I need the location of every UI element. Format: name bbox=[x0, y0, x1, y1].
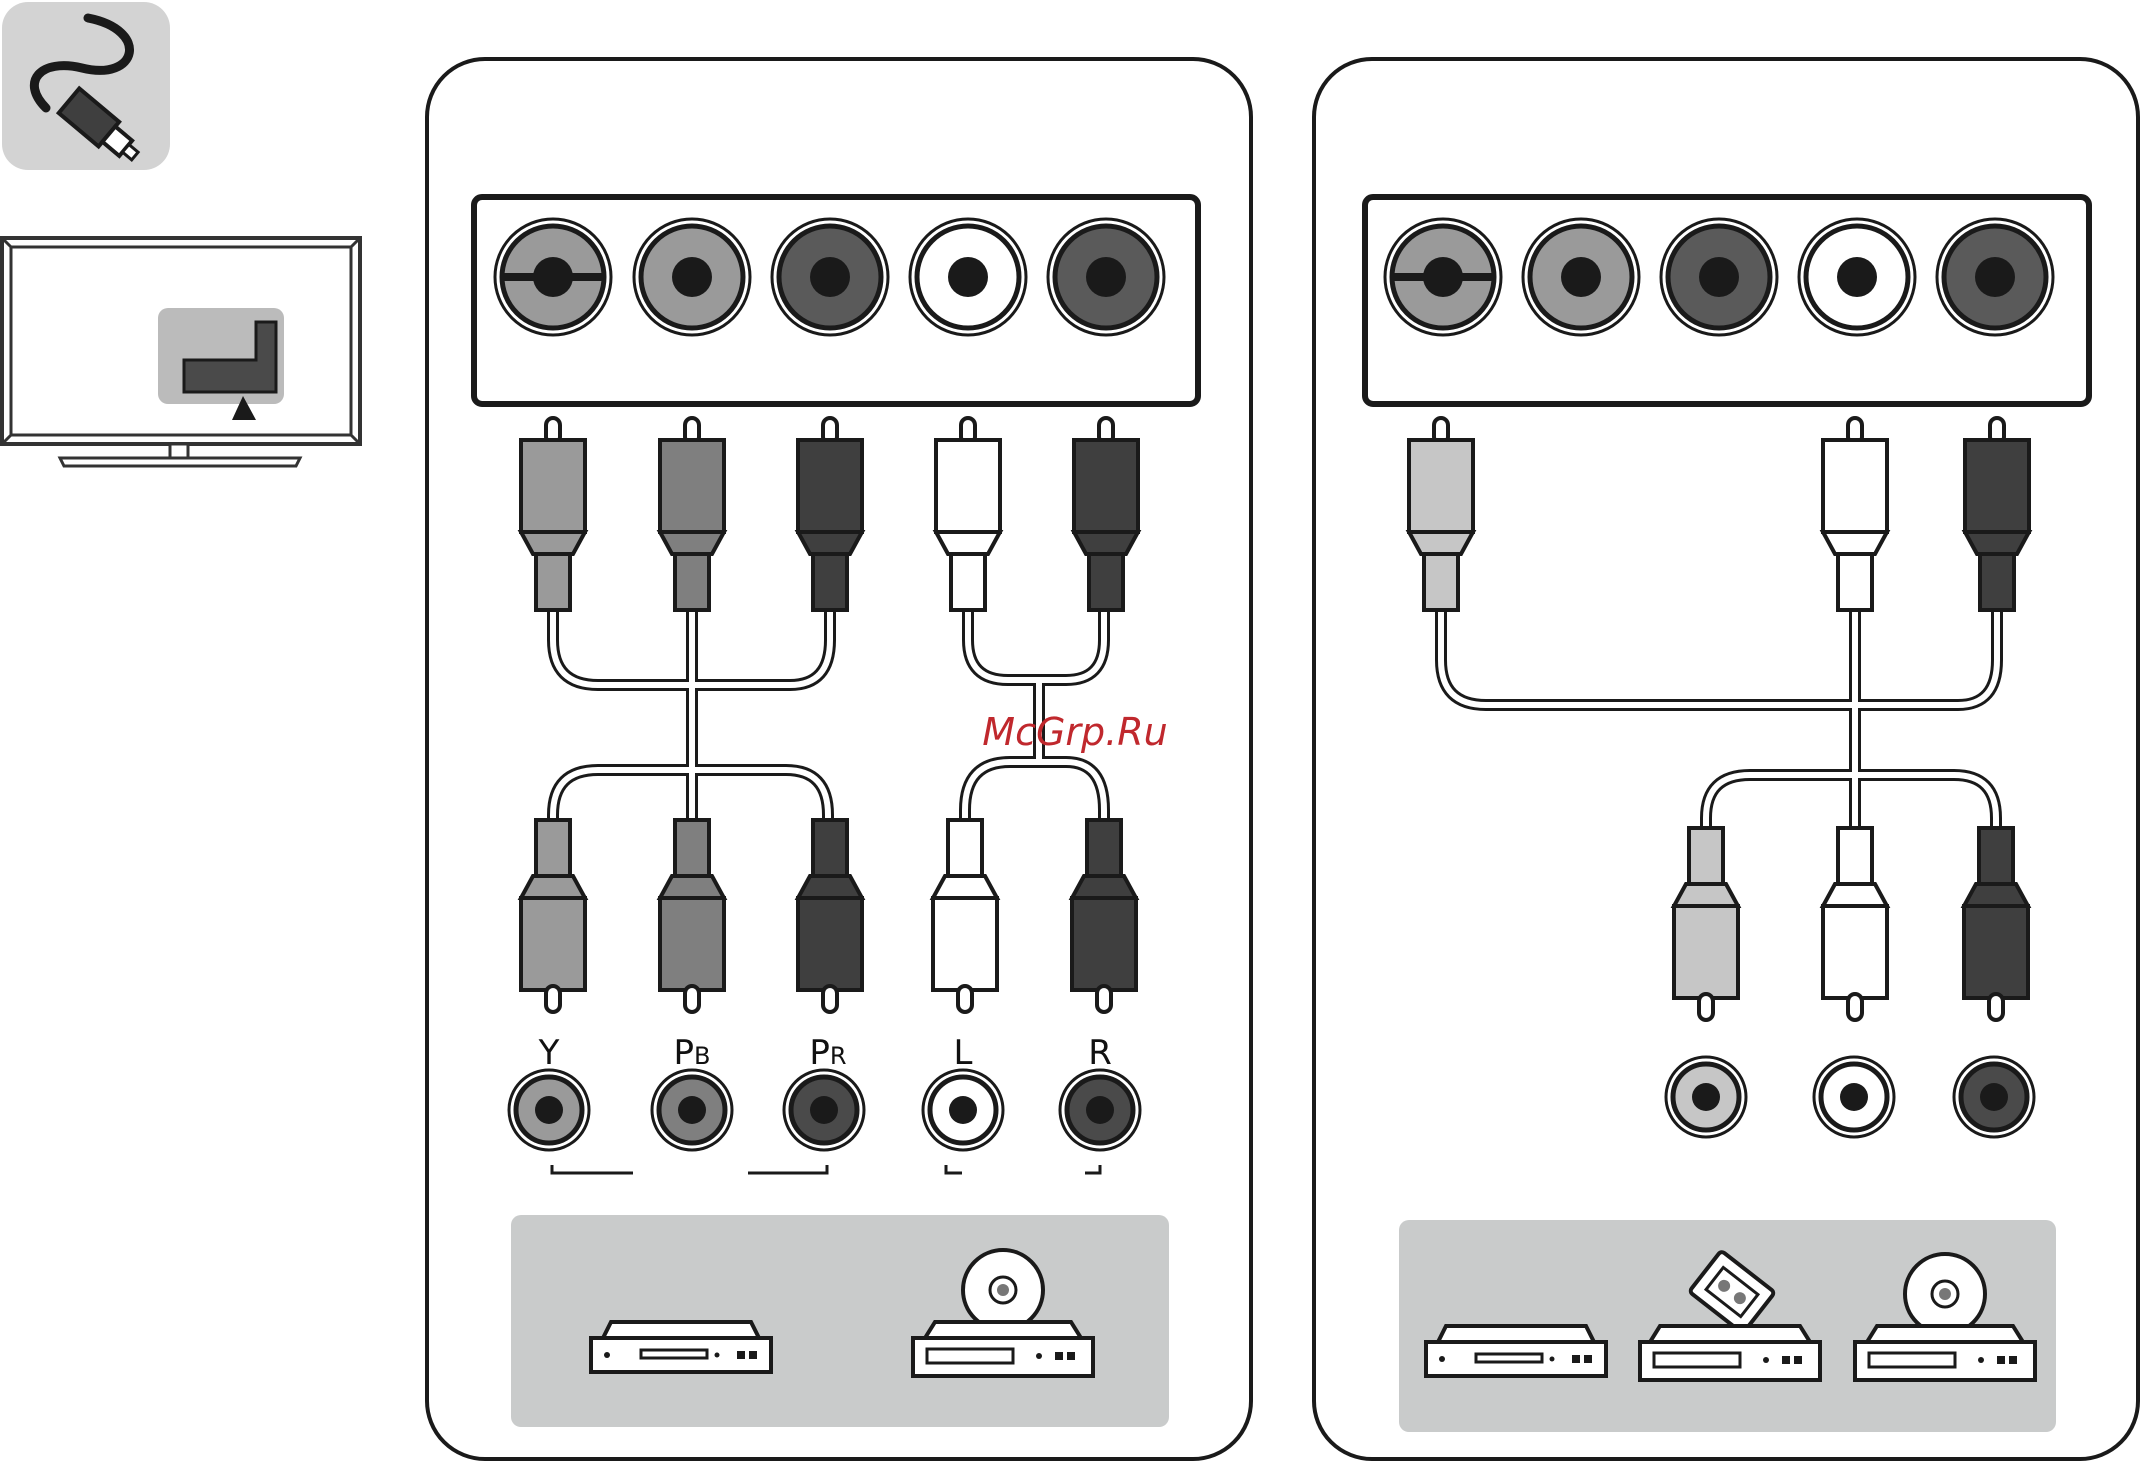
jack-white-audio bbox=[910, 219, 1026, 335]
device-jack-y bbox=[509, 1070, 589, 1150]
device-jack-pr bbox=[784, 1070, 864, 1150]
compatible-devices-panel bbox=[511, 1215, 1169, 1427]
jack-white-audio-right bbox=[1799, 219, 1915, 335]
label-y: Y bbox=[538, 1033, 560, 1073]
composite-connection-panel bbox=[1314, 59, 2138, 1459]
jack-green-video-right bbox=[1385, 219, 1501, 335]
tv-with-input-panel-icon bbox=[2, 238, 360, 466]
device-jack-audio-l bbox=[1814, 1057, 1894, 1137]
device-jack-video bbox=[1666, 1057, 1746, 1137]
device-jack-r bbox=[1060, 1070, 1140, 1150]
dvd-player-icon bbox=[1426, 1326, 1606, 1376]
watermark: McGrp.Ru bbox=[982, 710, 1167, 754]
device-jack-l bbox=[923, 1070, 1003, 1150]
tv-jack-strip-right bbox=[1365, 197, 2089, 404]
jack-blue bbox=[634, 219, 750, 335]
component-connection-panel: Y PB PR L R bbox=[427, 59, 1251, 1459]
device-jack-pb bbox=[652, 1070, 732, 1150]
jack-green-video bbox=[495, 219, 611, 335]
device-jacks-composite bbox=[1666, 1057, 2034, 1137]
av-cable-icon bbox=[2, 2, 170, 170]
jack-red-right bbox=[1661, 219, 1777, 335]
tv-jack-strip bbox=[474, 197, 1198, 404]
label-l: L bbox=[954, 1033, 973, 1073]
jack-blue-right bbox=[1523, 219, 1639, 335]
jack-red-audio-right bbox=[1937, 219, 2053, 335]
dvd-player-icon bbox=[591, 1322, 771, 1372]
label-r: R bbox=[1088, 1033, 1112, 1073]
jack-red bbox=[772, 219, 888, 335]
jack-red-audio bbox=[1048, 219, 1164, 335]
compatible-devices-panel-right bbox=[1399, 1220, 2056, 1432]
device-jack-audio-r bbox=[1954, 1057, 2034, 1137]
